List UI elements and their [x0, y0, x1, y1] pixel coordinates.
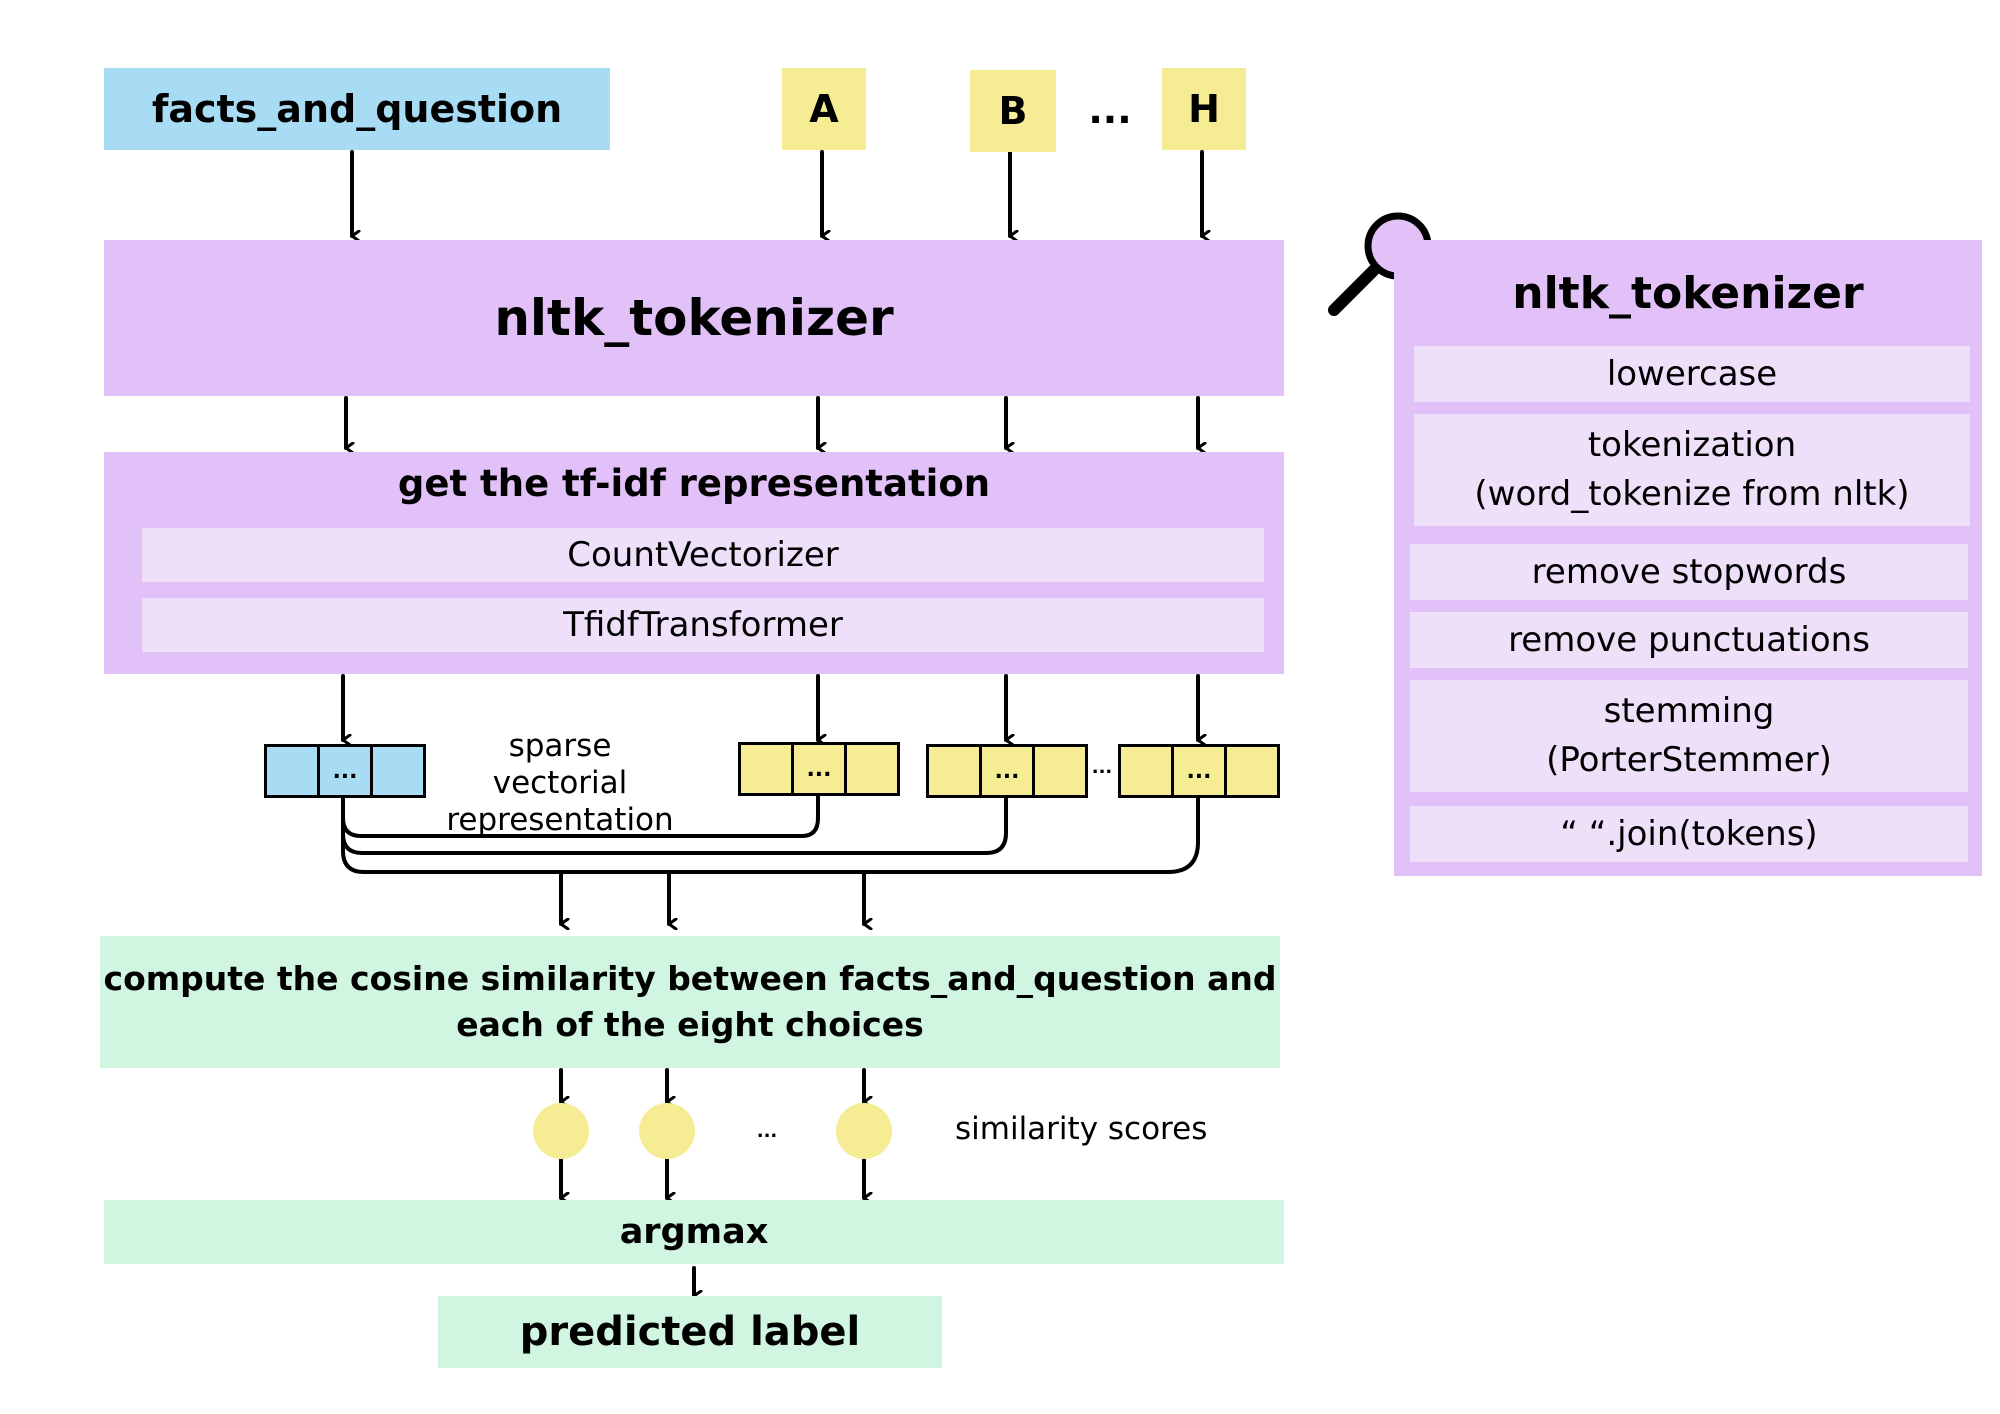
tfidf-box: get the tf-idf representation CountVecto… [104, 452, 1284, 674]
choice-b-label: B [998, 89, 1028, 133]
sparse-vector-label-line1: sparse vectorial [492, 728, 628, 802]
detail-step-tokenization: tokenization (word_tokenize from nltk) [1414, 414, 1970, 526]
score-circle [639, 1103, 695, 1159]
score-circle [533, 1103, 589, 1159]
vector-cell-ellipsis: ... [994, 758, 1020, 784]
tfidf-title: get the tf-idf representation [397, 462, 991, 505]
vector-cell [370, 744, 426, 798]
choice-h-input: H [1162, 68, 1246, 150]
detail-step-label: stemming [1603, 690, 1775, 731]
choices-ellipsis: ... [1080, 80, 1140, 140]
vector-cell: ... [1174, 744, 1224, 798]
detail-step-label: tokenization [1587, 424, 1797, 465]
facts-and-question-input: facts_and_question [104, 68, 610, 150]
vectors-between-ellipsis: ... [1090, 752, 1114, 782]
detail-step-remove-stopwords: remove stopwords [1410, 544, 1968, 600]
detail-step-join-tokens: “ “.join(tokens) [1410, 806, 1968, 862]
facts-vector: ... [264, 744, 426, 798]
cosine-similarity-box: compute the cosine similarity between fa… [100, 936, 1280, 1068]
cosine-line2: each of the eight choices [456, 1005, 924, 1044]
cosine-line1: compute the cosine similarity between fa… [103, 958, 1277, 998]
vector-cell [264, 744, 320, 798]
vector-cell-ellipsis: ... [332, 758, 358, 784]
detail-step-sublabel: (PorterStemmer) [1546, 740, 1832, 780]
predicted-label-box: predicted label [438, 1296, 942, 1368]
count-vectorizer-label: CountVectorizer [567, 535, 839, 575]
detail-step-label: remove stopwords [1531, 552, 1847, 592]
tokenizer-detail-title: nltk_tokenizer [1512, 268, 1864, 319]
vector-cell: ... [982, 744, 1032, 798]
merge-path-c [341, 794, 1200, 874]
vector-cell-ellipsis: ... [1186, 758, 1212, 784]
choice-h-vector: ... [1118, 744, 1280, 798]
detail-step-label: “ “.join(tokens) [1560, 814, 1818, 854]
vector-cell [1224, 744, 1280, 798]
count-vectorizer-step: CountVectorizer [142, 528, 1264, 582]
detail-step-label: remove punctuations [1508, 620, 1870, 660]
vector-cell [926, 744, 982, 798]
scores-ellipsis: ... [752, 1114, 782, 1148]
choice-a-vector: ... [738, 742, 900, 796]
similarity-scores-label: similarity scores [955, 1111, 1208, 1147]
tokenizer-detail-panel: nltk_tokenizer lowercase tokenization (w… [1394, 240, 1982, 876]
vectors-between-ellipsis-label: ... [1091, 756, 1113, 778]
sparse-vector-label-line2: representation [446, 802, 674, 839]
choice-h-label: H [1188, 87, 1220, 131]
choice-b-vector: ... [926, 744, 1088, 798]
argmax-label: argmax [619, 1212, 769, 1252]
vector-cell [1118, 744, 1174, 798]
score-circle [836, 1103, 892, 1159]
tokenizer-title: nltk_tokenizer [494, 289, 894, 347]
choice-b-input: B [970, 70, 1056, 152]
detail-step-sublabel: (word_tokenize from nltk) [1474, 474, 1910, 514]
tfidf-transformer-step: TfidfTransformer [142, 598, 1264, 652]
vector-cell-ellipsis: ... [806, 756, 832, 782]
vector-cell: ... [320, 744, 370, 798]
detail-step-remove-punctuations: remove punctuations [1410, 612, 1968, 668]
tfidf-transformer-label: TfidfTransformer [563, 605, 843, 645]
choice-a-input: A [782, 68, 866, 150]
scores-ellipsis-label: ... [756, 1120, 778, 1142]
vector-cell: ... [794, 742, 844, 796]
vector-cell [844, 742, 900, 796]
argmax-box: argmax [104, 1200, 1284, 1264]
vector-cell [738, 742, 794, 796]
predicted-label-text: predicted label [519, 1309, 861, 1355]
detail-step-label: lowercase [1606, 354, 1778, 394]
vector-cell [1032, 744, 1088, 798]
choices-ellipsis-label: ... [1088, 88, 1132, 132]
detail-step-stemming: stemming (PorterStemmer) [1410, 680, 1968, 792]
choice-a-label: A [809, 87, 839, 131]
detail-step-lowercase: lowercase [1414, 346, 1970, 402]
sparse-vector-label: sparse vectorial representation [440, 728, 680, 840]
tokenizer-box: nltk_tokenizer [104, 240, 1284, 396]
facts-and-question-label: facts_and_question [151, 87, 563, 131]
